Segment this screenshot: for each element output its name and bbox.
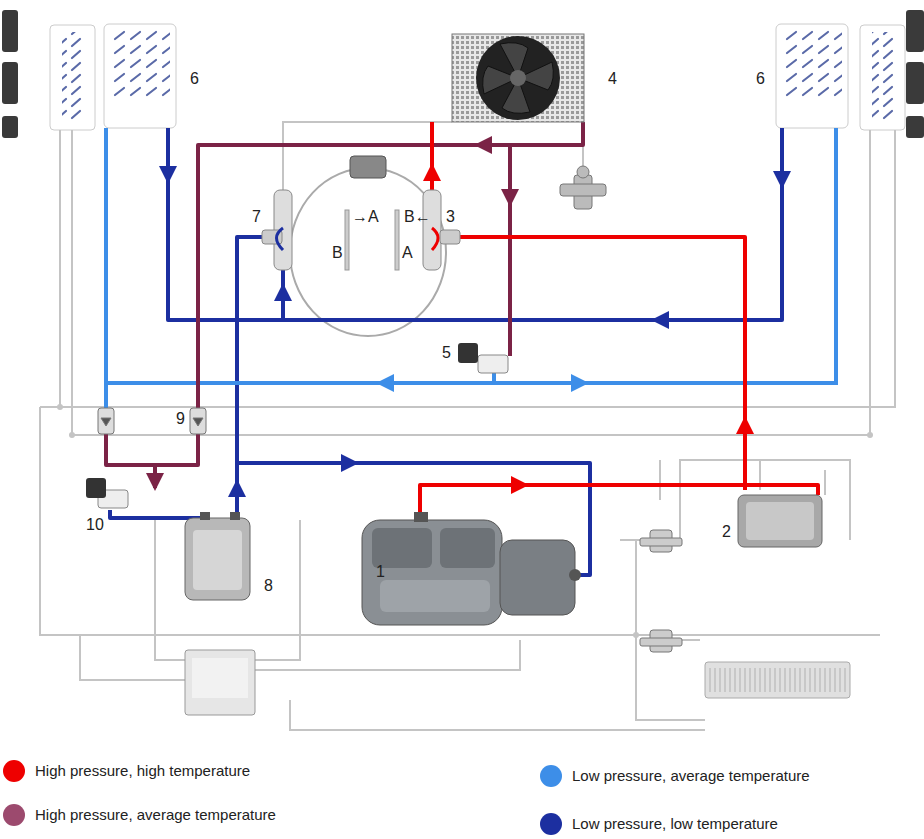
flow-arrow bbox=[274, 283, 292, 301]
wiring bbox=[40, 122, 895, 730]
reversing-valves bbox=[262, 190, 460, 270]
flow-arrow bbox=[511, 476, 529, 494]
check-valves bbox=[98, 408, 206, 434]
legend-swatch bbox=[540, 765, 562, 787]
expansion-valve bbox=[560, 166, 606, 209]
callout-number: 4 bbox=[608, 70, 617, 88]
strip-rib bbox=[800, 668, 801, 692]
flow-arrows bbox=[146, 136, 791, 497]
legend-text: Low pressure, average temperature bbox=[572, 767, 810, 785]
low-pressure-low-temp-pipes bbox=[110, 128, 782, 575]
strip-rib bbox=[845, 668, 846, 692]
callout-number: 9 bbox=[176, 410, 185, 428]
accumulator bbox=[185, 512, 250, 600]
service-valves bbox=[640, 530, 682, 652]
wire-junctions bbox=[57, 404, 873, 638]
callout-number: 6 bbox=[756, 70, 765, 88]
strip-rib bbox=[740, 668, 741, 692]
callout-number: 7 bbox=[252, 208, 261, 226]
strip-rib bbox=[755, 668, 756, 692]
strip-rib bbox=[725, 668, 726, 692]
callout-number: 3 bbox=[446, 208, 455, 226]
strip-rib bbox=[770, 668, 771, 692]
strip-rib bbox=[765, 668, 766, 692]
flow-arrow bbox=[773, 171, 791, 189]
strip-rib bbox=[795, 668, 796, 692]
strip-rib bbox=[805, 668, 806, 692]
strip-rib bbox=[715, 668, 716, 692]
flow-arrow bbox=[474, 136, 492, 154]
side-panels bbox=[50, 25, 905, 130]
strip-rib bbox=[815, 668, 816, 692]
flow-arrow bbox=[228, 479, 246, 497]
callout-number: 10 bbox=[86, 516, 104, 534]
legend-swatch bbox=[3, 760, 25, 782]
strip-rib bbox=[730, 668, 731, 692]
flow-arrow bbox=[501, 189, 519, 207]
high-pressure-high-temp-pipes bbox=[420, 122, 818, 520]
callout-number: 1 bbox=[376, 563, 385, 581]
callout-number: 5 bbox=[442, 344, 451, 362]
strip-rib bbox=[780, 668, 781, 692]
oil-separator bbox=[738, 495, 822, 547]
mounting-blocks bbox=[2, 10, 924, 138]
strip-rib bbox=[775, 668, 776, 692]
strip-rib bbox=[820, 668, 821, 692]
flow-arrow bbox=[571, 374, 589, 392]
valve-link-loop bbox=[290, 168, 446, 336]
flow-arrow bbox=[146, 473, 164, 491]
callout-number: →A bbox=[352, 208, 379, 226]
evaporators bbox=[104, 24, 848, 128]
strip-rib bbox=[810, 668, 811, 692]
legend-text: Low pressure, low temperature bbox=[572, 815, 778, 833]
callout-number: 6 bbox=[190, 70, 199, 88]
heater-strip bbox=[705, 662, 850, 698]
legend-text: High pressure, average temperature bbox=[35, 806, 276, 824]
flow-arrow bbox=[341, 454, 359, 472]
flow-arrow bbox=[423, 163, 441, 181]
strip-rib bbox=[790, 668, 791, 692]
flow-arrow bbox=[159, 166, 177, 184]
callout-number: 2 bbox=[722, 523, 731, 541]
low-pressure-average-temp-pipes bbox=[106, 128, 836, 408]
callout-number: 8 bbox=[264, 577, 273, 595]
legend-text: High pressure, high temperature bbox=[35, 762, 250, 780]
legend-swatch bbox=[3, 804, 25, 826]
strip-rib bbox=[825, 668, 826, 692]
strip-rib bbox=[735, 668, 736, 692]
callout-number: B bbox=[332, 244, 343, 262]
strip-rib bbox=[835, 668, 836, 692]
solenoid-valves bbox=[86, 343, 508, 508]
strip-rib bbox=[785, 668, 786, 692]
callout-number: B← bbox=[404, 208, 431, 226]
legend-swatch bbox=[540, 813, 562, 835]
strip-rib bbox=[745, 668, 746, 692]
actuator bbox=[350, 156, 386, 178]
high-pressure-average-temp-pipes bbox=[106, 122, 583, 488]
flow-arrow bbox=[736, 416, 754, 434]
flow-arrow bbox=[651, 311, 669, 329]
strip-rib bbox=[750, 668, 751, 692]
strip-rib bbox=[760, 668, 761, 692]
callout-number: A bbox=[402, 244, 413, 262]
strip-rib bbox=[710, 668, 711, 692]
strip-rib bbox=[720, 668, 721, 692]
strip-rib bbox=[830, 668, 831, 692]
flow-arrow bbox=[376, 374, 394, 392]
strip-rib bbox=[840, 668, 841, 692]
controller bbox=[185, 650, 255, 715]
compressor bbox=[362, 512, 581, 625]
condenser bbox=[452, 34, 584, 122]
